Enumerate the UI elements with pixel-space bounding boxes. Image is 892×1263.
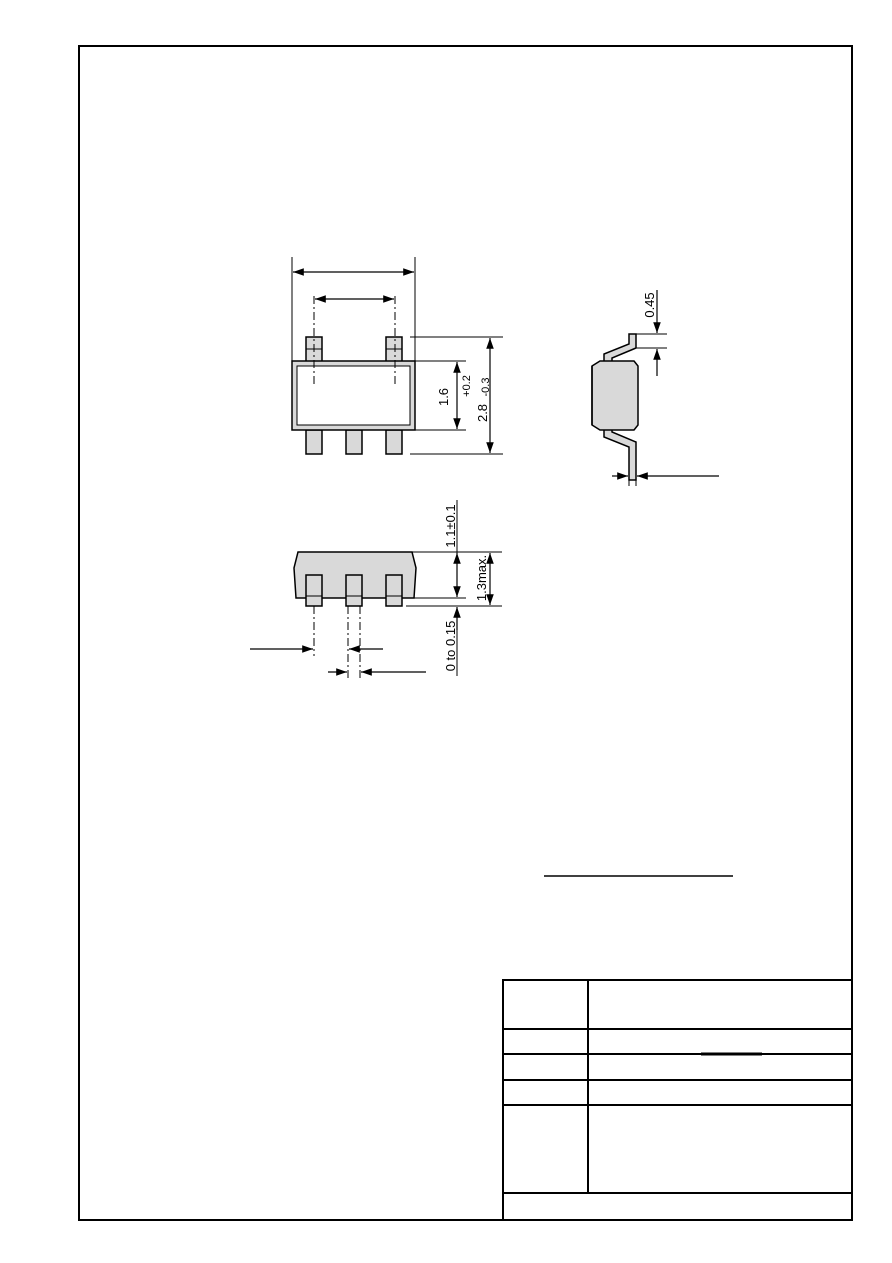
- top-view: 1.6 +0.2 -0.3 2.8: [291, 257, 503, 455]
- title-block: [502, 979, 853, 1221]
- drawing-frame: [78, 45, 853, 1221]
- total-height-tol-minus: -0.3: [480, 378, 492, 397]
- total-height-label: 2.8: [475, 404, 490, 422]
- bottom-lead-1: [305, 429, 323, 455]
- standoff-label: 0 to 0.15: [443, 621, 458, 672]
- side-lead-top: [603, 333, 637, 363]
- bottom-lead-3: [385, 429, 403, 455]
- package-body-side: [591, 360, 639, 431]
- lead-thickness-label: 0.45: [642, 292, 657, 317]
- bottom-lead-2: [345, 429, 363, 455]
- front-lead-2: [345, 574, 363, 607]
- side-lead-bottom: [603, 428, 637, 481]
- body-width-label: 1.6: [436, 388, 451, 406]
- front-lead-3: [385, 574, 403, 607]
- side-view: 0.45: [591, 290, 719, 486]
- body-height-label: 1.1±0.1: [443, 504, 458, 547]
- front-view: 1.1±0.1 1.3max. 0 to 0.15: [250, 500, 502, 680]
- total-height-tol-plus: +0.2: [461, 375, 473, 397]
- max-height-label: 1.3max.: [474, 555, 489, 601]
- front-lead-1: [305, 574, 323, 607]
